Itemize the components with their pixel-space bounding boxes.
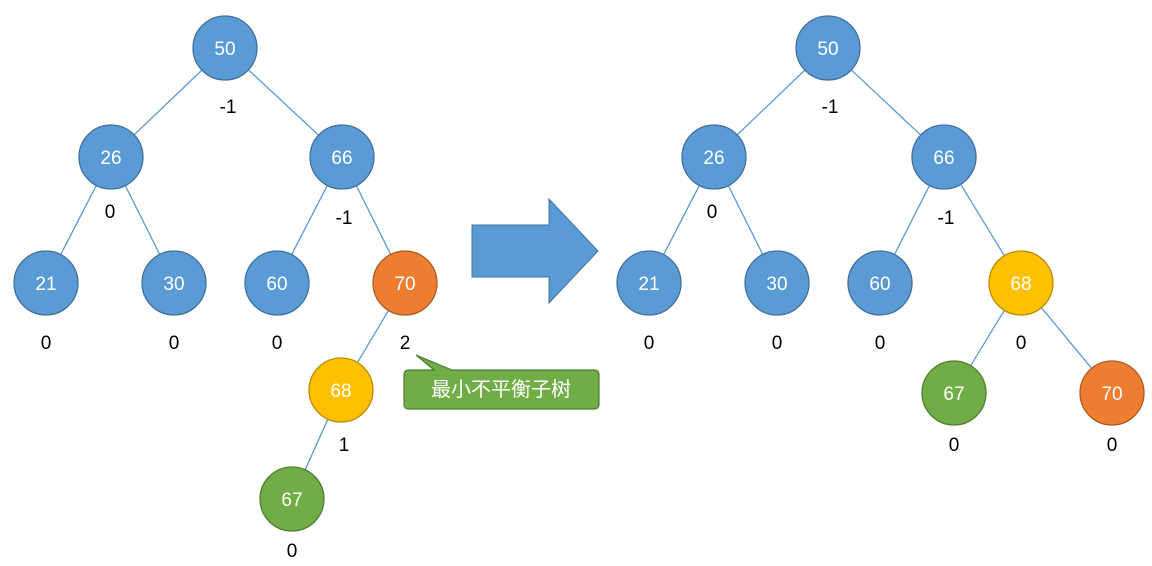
before-node-value-21: 21 (35, 274, 56, 295)
before-balance-factor-60: 0 (272, 333, 283, 354)
right-arrow-icon (471, 197, 599, 305)
before-balance-factor-21: 0 (41, 333, 52, 354)
after-edge-n26-n30 (727, 185, 764, 255)
after-node-value-60: 60 (869, 274, 890, 295)
before-edge-n66-n70 (355, 185, 392, 255)
before-node-circle-70 (372, 250, 438, 316)
after-balance-factor-30: 0 (772, 333, 783, 354)
after-node-circle-60 (847, 250, 913, 316)
after-edge-n68-n70 (1040, 307, 1093, 369)
before-edge-n50-n26 (133, 69, 203, 136)
after-tree: 50 -1 26 0 66 -1 21 0 30 0 60 0 68 0 67 0 70 0 (616, 15, 1145, 456)
after-node-circle-67 (921, 360, 987, 426)
before-node-68: 68 1 (308, 357, 374, 456)
before-balance-factor-70: 2 (400, 333, 411, 354)
after-edge-n66-n60 (893, 185, 931, 255)
before-node-30: 30 0 (141, 250, 207, 354)
before-tree: 50 -1 26 0 66 -1 21 0 30 0 60 0 70 2 68 1 67 0 (13, 15, 438, 562)
before-node-circle-66 (309, 124, 375, 190)
before-balance-factor-67: 0 (287, 541, 298, 562)
after-edge-n50-n66 (850, 69, 922, 136)
before-node-60: 60 0 (244, 250, 310, 354)
after-node-26: 26 0 (681, 124, 747, 223)
before-node-value-50: 50 (214, 39, 235, 60)
before-node-value-30: 30 (163, 274, 184, 295)
after-node-value-30: 30 (766, 274, 787, 295)
before-balance-factor-26: 0 (105, 202, 116, 223)
before-node-circle-30 (141, 250, 207, 316)
after-node-circle-68 (988, 250, 1054, 316)
before-node-circle-50 (192, 15, 258, 81)
after-node-value-66: 66 (933, 148, 954, 169)
before-node-value-70: 70 (394, 274, 415, 295)
before-node-66: 66 -1 (309, 124, 375, 229)
before-balance-factor-68: 1 (339, 435, 350, 456)
after-balance-factor-26: 0 (707, 202, 718, 223)
after-node-21: 21 0 (616, 250, 682, 354)
after-balance-factor-66: -1 (938, 208, 955, 229)
after-node-value-70: 70 (1101, 384, 1122, 405)
before-edge-n66-n60 (291, 185, 328, 255)
after-node-value-50: 50 (817, 39, 838, 60)
after-node-circle-26 (681, 124, 747, 190)
before-edge-n70-n68 (356, 310, 390, 363)
before-balance-factor-50: -1 (220, 97, 237, 118)
after-node-value-68: 68 (1010, 274, 1031, 295)
before-edge-n26-n30 (124, 185, 161, 255)
before-node-circle-68 (308, 357, 374, 423)
callout: 最小不平衡子树 (403, 354, 600, 410)
after-node-value-67: 67 (943, 384, 964, 405)
after-edge-n68-n67 (970, 309, 1005, 367)
before-edge-n68-n67 (304, 418, 329, 471)
after-node-60: 60 0 (847, 250, 913, 354)
after-balance-factor-60: 0 (875, 333, 886, 354)
before-node-value-67: 67 (281, 490, 302, 511)
after-balance-factor-67: 0 (949, 435, 960, 456)
after-node-circle-66 (911, 124, 977, 190)
after-node-value-26: 26 (703, 148, 724, 169)
after-balance-factor-68: 0 (1016, 333, 1027, 354)
after-node-67: 67 0 (921, 360, 987, 456)
after-edge-n26-n21 (663, 185, 700, 255)
before-balance-factor-30: 0 (169, 333, 180, 354)
callout-text: 最小不平衡子树 (431, 377, 571, 401)
after-node-circle-30 (744, 250, 810, 316)
after-node-70: 70 0 (1079, 360, 1145, 456)
after-node-circle-50 (795, 15, 861, 81)
after-node-30: 30 0 (744, 250, 810, 354)
before-edge-n26-n21 (60, 185, 97, 255)
before-node-circle-26 (78, 124, 144, 190)
after-edge-n66-n68 (960, 183, 1005, 257)
after-node-circle-70 (1079, 360, 1145, 426)
after-node-66: 66 -1 (911, 124, 977, 229)
before-node-70: 70 2 (372, 250, 438, 354)
before-node-value-60: 60 (266, 274, 287, 295)
before-node-value-68: 68 (330, 381, 351, 402)
after-balance-factor-50: -1 (822, 97, 839, 118)
after-balance-factor-70: 0 (1107, 435, 1118, 456)
after-node-68: 68 0 (988, 250, 1054, 354)
before-edge-n50-n66 (247, 69, 320, 136)
before-node-circle-21 (13, 250, 79, 316)
after-node-circle-21 (616, 250, 682, 316)
before-node-value-26: 26 (100, 148, 121, 169)
before-node-circle-60 (244, 250, 310, 316)
after-edge-n50-n26 (736, 69, 806, 136)
before-node-26: 26 0 (78, 124, 144, 223)
before-node-67: 67 0 (259, 466, 325, 562)
before-node-21: 21 0 (13, 250, 79, 354)
callout-bubble (403, 354, 600, 410)
before-balance-factor-66: -1 (336, 208, 353, 229)
before-node-circle-67 (259, 466, 325, 532)
before-node-50: 50 -1 (192, 15, 258, 118)
before-node-value-66: 66 (331, 148, 352, 169)
after-balance-factor-21: 0 (644, 333, 655, 354)
after-node-value-21: 21 (638, 274, 659, 295)
after-node-50: 50 -1 (795, 15, 861, 118)
